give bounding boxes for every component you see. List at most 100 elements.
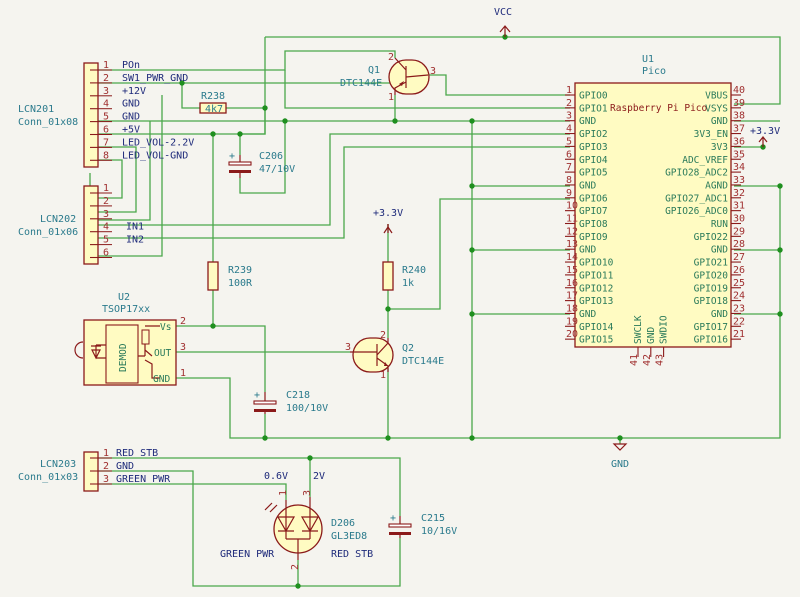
lcn202-pin-number: 1 bbox=[103, 183, 109, 194]
lcn201-pin-net: LED_VOL-2.2V bbox=[122, 137, 194, 148]
u1-right-pin-number: 30 bbox=[733, 214, 745, 225]
ir-receiver-u2[interactable]: DEMOD U2 TSOP17xx Vs OUT GND 2 3 1 bbox=[74, 292, 186, 386]
c218-value: 100/10V bbox=[286, 403, 328, 414]
lcn202-pin-number: 5 bbox=[103, 235, 109, 246]
lcn203-value: Conn_01x03 bbox=[18, 472, 78, 483]
u1-right-pin-number: 38 bbox=[733, 111, 745, 122]
wire-in1[interactable] bbox=[90, 133, 570, 226]
transistor-q1[interactable]: 2 1 3 Q1 DTC144E bbox=[340, 52, 436, 103]
u1-right-pin-number: 25 bbox=[733, 278, 745, 289]
q1-ref: Q1 bbox=[368, 65, 380, 76]
wire-right-gnd[interactable] bbox=[734, 249, 780, 315]
wire-gnd-taps[interactable] bbox=[472, 185, 570, 315]
u1-right-pin-number: 32 bbox=[733, 188, 745, 199]
lcn201-value: Conn_01x08 bbox=[18, 117, 78, 128]
wire-pon[interactable] bbox=[90, 50, 396, 71]
wire-red-stb[interactable] bbox=[90, 457, 401, 516]
u1-left-pin-number: 18 bbox=[566, 303, 578, 314]
wire-lcn202-3[interactable] bbox=[90, 121, 151, 221]
gnd-symbol: GND bbox=[611, 443, 629, 470]
u1-right-pin-name: GPIO17 bbox=[694, 322, 728, 333]
u1-left-pin-name: GPIO10 bbox=[579, 258, 614, 269]
u2-pin-out-num: 3 bbox=[180, 342, 186, 353]
c206-plus: + bbox=[229, 151, 235, 162]
u1-right-pin-name: 3V3_EN bbox=[694, 129, 729, 140]
u1-left-pin-number: 13 bbox=[566, 239, 578, 250]
u1-bottom-pin-name: SWCLK bbox=[633, 315, 644, 344]
wire-in2[interactable] bbox=[90, 146, 570, 239]
u1-left-pin-name: GPIO6 bbox=[579, 193, 608, 204]
u1-right-pin-name: GPIO26_ADC0 bbox=[665, 206, 728, 217]
r238-value: 4k7 bbox=[205, 104, 223, 115]
wire-lcn202-6[interactable] bbox=[90, 95, 163, 257]
u1-right-pin-number: 27 bbox=[733, 252, 745, 263]
wire-vcc-down[interactable] bbox=[240, 37, 266, 135]
wire-gpio0[interactable] bbox=[428, 74, 570, 96]
wire-r238-left[interactable] bbox=[181, 83, 200, 109]
u1-left-pin-number: 8 bbox=[566, 175, 572, 186]
wire-d206-2[interactable] bbox=[297, 538, 401, 587]
u1-left-pin-name: GPIO7 bbox=[579, 206, 608, 217]
d206-voltage-1: 0.6V bbox=[264, 471, 288, 482]
wire-vcc[interactable] bbox=[265, 36, 781, 105]
c218-ref: C218 bbox=[286, 390, 310, 401]
u1-left-pin-number: 1 bbox=[566, 85, 572, 96]
u1-left-pin-name: GPIO0 bbox=[579, 91, 608, 102]
lcn203-pin-number: 2 bbox=[103, 461, 109, 472]
u1-right-pin-name: VBUS bbox=[705, 91, 728, 102]
u1-ref: U1 bbox=[642, 54, 654, 65]
lcn203-pin-number: 1 bbox=[103, 448, 109, 459]
wire-led-vol[interactable] bbox=[90, 146, 137, 213]
u1-left-pin-number: 11 bbox=[566, 214, 578, 225]
q2-pin1: 1 bbox=[380, 370, 386, 381]
wire-u2-gnd[interactable] bbox=[176, 185, 781, 439]
resistor-r240[interactable]: R240 1k bbox=[382, 261, 426, 291]
wire-green-pwr[interactable] bbox=[90, 483, 287, 500]
r240-ref: R240 bbox=[402, 265, 426, 276]
wire-gpio6[interactable] bbox=[388, 198, 570, 310]
lcn202-pin-number: 3 bbox=[103, 209, 109, 220]
u1-left-pin-number: 15 bbox=[566, 265, 578, 276]
v33-label-right: +3.3V bbox=[750, 126, 780, 137]
capacitor-c206[interactable]: + C206 47/10V bbox=[228, 151, 295, 178]
resistor-r238[interactable]: R238 4k7 bbox=[199, 91, 227, 115]
u1-bottom-pin-number: 43 bbox=[655, 354, 666, 366]
lcn202-value: Conn_01x06 bbox=[18, 227, 78, 238]
wire-5v[interactable] bbox=[90, 108, 266, 135]
u1-right-pin-name: ADC_VREF bbox=[682, 155, 728, 166]
capacitor-c218[interactable]: + C218 100/10V bbox=[253, 390, 328, 414]
wire-c218-top[interactable] bbox=[213, 325, 266, 392]
lcn202-ref: LCN202 bbox=[40, 214, 76, 225]
q1-pin1: 1 bbox=[388, 92, 394, 103]
v33-label-mid: +3.3V bbox=[373, 208, 403, 219]
u1-right-pin-number: 28 bbox=[733, 239, 745, 250]
lcn201-pin-number: 2 bbox=[103, 73, 109, 84]
wires bbox=[89, 36, 781, 587]
u1-right-pin-name: 3V3 bbox=[711, 142, 728, 153]
u1-left-pin-number: 16 bbox=[566, 278, 578, 289]
u1-left-pin-number: 7 bbox=[566, 162, 572, 173]
u1-bottom-pin-number: 42 bbox=[642, 354, 653, 366]
u1-left-pin-number: 9 bbox=[566, 188, 572, 199]
led-d206[interactable]: 1 3 2 D206 GL3ED8 GREEN PWR RED STB 0.6V… bbox=[220, 471, 373, 570]
u1-left-pin-number: 20 bbox=[566, 329, 578, 340]
u1-right-pin-name: GPIO22 bbox=[694, 232, 728, 243]
lcn201-pin-net: GND bbox=[122, 112, 140, 123]
u1-right-pin-number: 29 bbox=[733, 226, 745, 237]
lcn201-pin-net: POn bbox=[122, 60, 140, 71]
resistor-r239[interactable]: R239 100R bbox=[207, 261, 253, 291]
u1-right-pin-name: GPIO16 bbox=[694, 335, 729, 346]
capacitor-c215[interactable]: + C215 10/16V bbox=[388, 513, 457, 538]
c215-ref: C215 bbox=[421, 513, 445, 524]
u1-right-pin-number: 24 bbox=[733, 291, 745, 302]
lcn202-pin-net: IN2 bbox=[126, 235, 144, 246]
transistor-q2[interactable]: 2 1 3 Q2 DTC144E bbox=[345, 330, 444, 381]
wire-lcn203-gnd[interactable] bbox=[90, 470, 298, 587]
u1-right-pin-name: GPIO28_ADC2 bbox=[665, 168, 728, 179]
wire-c206-bottom[interactable] bbox=[239, 121, 286, 194]
u2-value: TSOP17xx bbox=[102, 304, 150, 315]
